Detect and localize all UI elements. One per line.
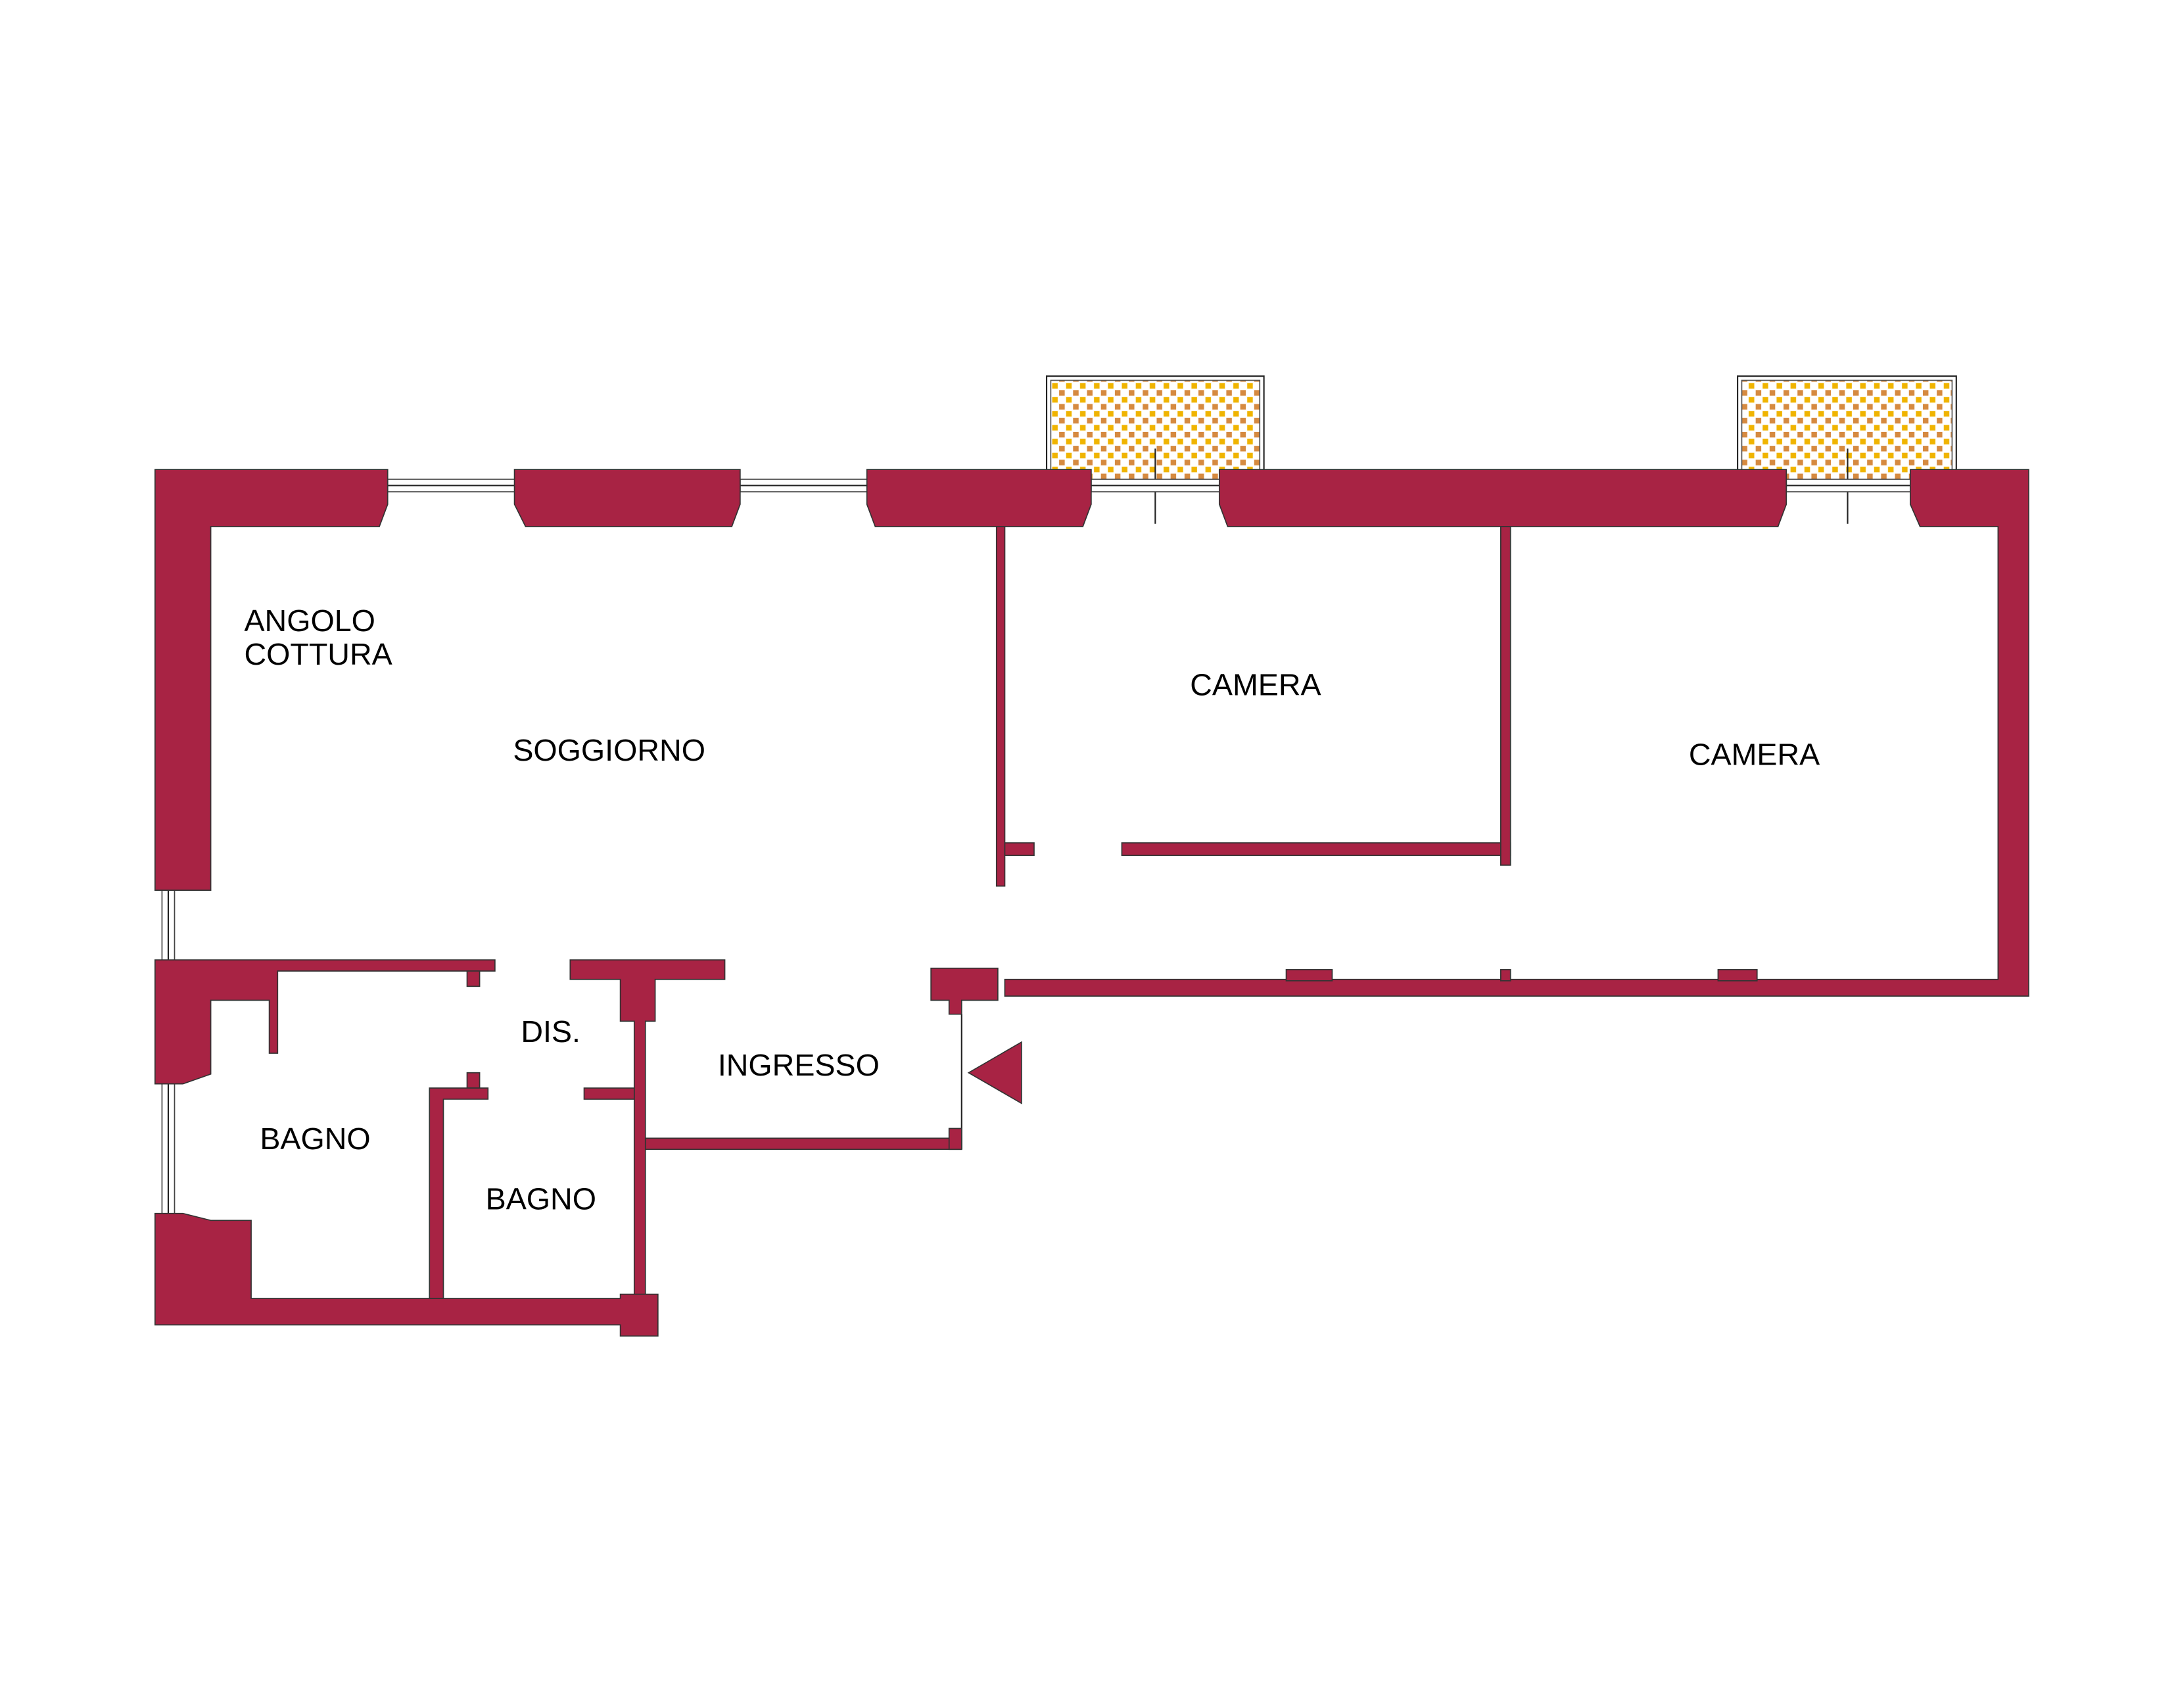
room-label-kitchen-line2: COTTURA — [244, 637, 392, 671]
room-label-entrance: INGRESSO — [718, 1048, 880, 1082]
room-label-bathroom-2: BAGNO — [486, 1181, 596, 1216]
windows — [161, 479, 1912, 1216]
room-label-living: SOGGIORNO — [513, 733, 705, 767]
room-label-bedroom-2: CAMERA — [1689, 737, 1820, 771]
room-label-hall: DIS. — [521, 1014, 580, 1049]
entrance-arrow-icon — [967, 1041, 1022, 1104]
room-label-kitchen: ANGOLO — [244, 604, 375, 638]
room-label-bathroom-1: BAGNO — [260, 1122, 370, 1156]
room-label-bedroom-1: CAMERA — [1190, 667, 1321, 701]
walls — [154, 469, 2029, 1337]
